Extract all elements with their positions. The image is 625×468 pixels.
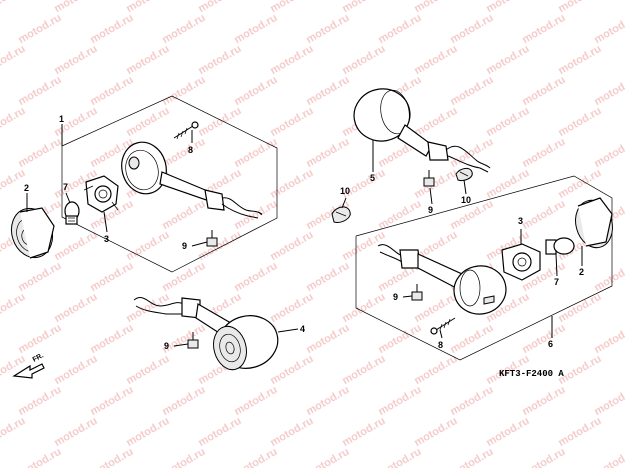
grommet-10-left: [331, 206, 351, 223]
bolt-9-housing-5: [423, 170, 435, 187]
leader-lines: [26, 124, 583, 347]
lens-2-left: [10, 207, 55, 259]
callout-9-assembly-6: 9: [393, 292, 398, 302]
bulb-7-right: [545, 237, 575, 255]
socket-3-right: [501, 243, 541, 281]
indicator-housing-5: [353, 88, 491, 173]
front-direction-arrow-icon: [12, 363, 45, 379]
callout-4: 4: [300, 324, 305, 334]
callout-9-housing-4: 9: [164, 341, 169, 351]
indicator-housing-1: [121, 141, 263, 219]
bolt-9-assembly-1: [206, 230, 218, 247]
callout-8-assembly-6: 8: [438, 340, 443, 350]
front-indicator-label: FR.: [32, 352, 45, 364]
bolt-9-assembly-6: [411, 284, 423, 301]
bolt-9-housing-4: [187, 332, 199, 349]
assembly-1-frame: [61, 95, 278, 273]
screw-8-assembly-6: [430, 317, 456, 335]
bulb-7-left: [64, 201, 80, 225]
callout-3-right: 3: [518, 216, 523, 226]
screw-8-top: [173, 121, 199, 140]
callout-6: 6: [548, 339, 553, 349]
callout-10-left: 10: [340, 186, 350, 196]
callout-3-left: 3: [104, 234, 109, 244]
diagram-code: KFT3-F2400 A: [499, 369, 564, 379]
lens-2-right: [575, 197, 613, 249]
callout-7-left: 7: [63, 182, 68, 192]
callout-1: 1: [59, 114, 64, 124]
callout-2-right: 2: [579, 267, 584, 277]
grommet-10-right: [455, 167, 473, 181]
socket-3-left: [83, 175, 119, 213]
callout-9-assembly-1: 9: [182, 241, 187, 251]
indicator-housing-4: [133, 297, 279, 371]
callout-10-right: 10: [461, 195, 471, 205]
indicator-housing-6: [377, 244, 507, 315]
callout-9-housing-5: 9: [428, 205, 433, 215]
callout-5: 5: [370, 173, 375, 183]
callout-7-right: 7: [554, 277, 559, 287]
callout-8-top: 8: [188, 145, 193, 155]
callout-2-left: 2: [24, 183, 29, 193]
assembly-6-frame: [355, 175, 613, 361]
